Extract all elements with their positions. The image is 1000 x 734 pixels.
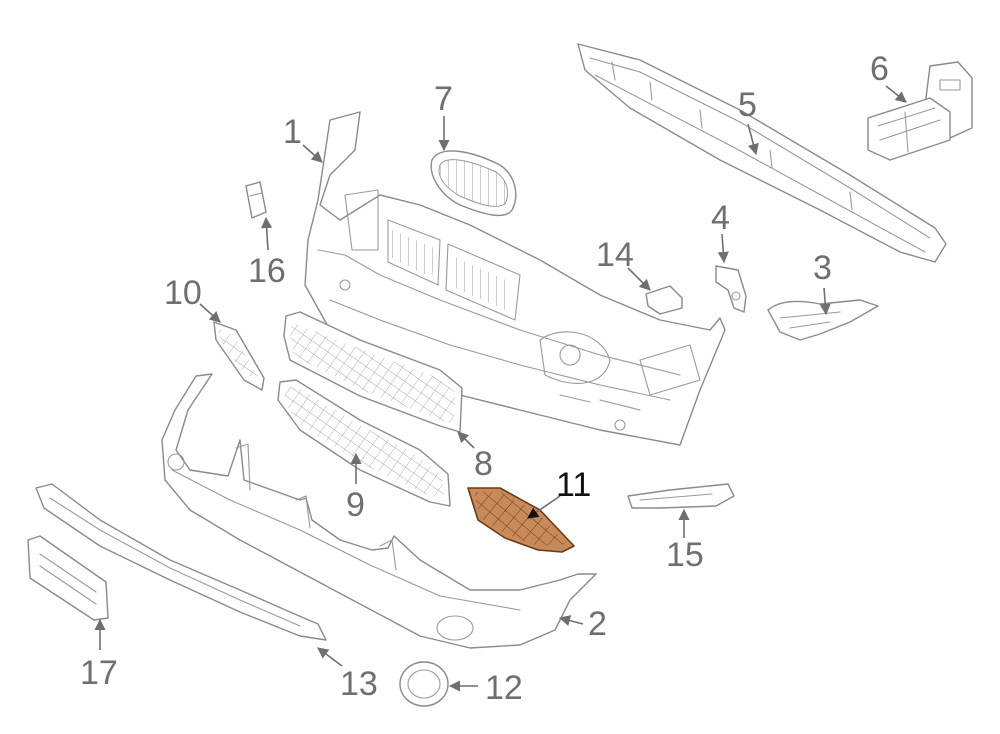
part-3-side-bracket[interactable] [767, 299, 879, 341]
part-17-license-plate-bracket[interactable] [27, 535, 109, 621]
callout-1: 1 [283, 113, 302, 151]
part-5-reinforcement-bar[interactable] [577, 43, 947, 263]
part-11-grille-insert-highlighted[interactable] [467, 487, 575, 553]
part-7-kidney-grille[interactable] [430, 150, 517, 217]
callout-7: 7 [434, 80, 453, 118]
part-9-lower-grille[interactable] [277, 379, 451, 507]
leader-lines [94, 85, 907, 692]
callout-8: 8 [474, 445, 493, 483]
leader-13 [317, 647, 343, 667]
callout-4: 4 [711, 199, 730, 237]
part-15-side-trim[interactable] [627, 483, 735, 509]
part-14-cover[interactable] [645, 285, 683, 315]
part-10-side-grille[interactable] [213, 321, 265, 391]
callout-16: 16 [248, 252, 286, 290]
callout-5: 5 [738, 86, 757, 124]
callout-9: 9 [346, 486, 365, 524]
callout-2: 2 [588, 605, 607, 643]
callout-3: 3 [813, 249, 832, 287]
part-6-mounting-bracket[interactable] [867, 61, 973, 161]
leader-8 [457, 431, 475, 449]
callout-11: 11 [556, 466, 591, 504]
part-4-bracket[interactable] [715, 265, 747, 313]
leader-6 [885, 85, 907, 103]
callout-17: 17 [80, 654, 118, 692]
callout-14: 14 [596, 236, 634, 274]
callout-labels: 1 2 3 4 5 6 7 8 9 10 11 12 13 14 15 16 1… [80, 50, 889, 707]
leader-16 [261, 216, 273, 251]
leader-4 [717, 233, 729, 264]
callout-15: 15 [666, 536, 704, 574]
part-13-spoiler-strip[interactable] [35, 483, 327, 641]
leader-14 [627, 267, 651, 291]
part-12-fog-light-ring[interactable] [399, 661, 449, 707]
leader-2 [558, 615, 584, 626]
callout-12: 12 [485, 669, 523, 707]
leader-10 [199, 303, 221, 323]
leader-5 [747, 123, 759, 156]
callout-6: 6 [870, 50, 889, 88]
callout-10: 10 [164, 274, 202, 312]
leader-11 [527, 495, 561, 519]
part-2-lower-bumper-cover[interactable] [161, 373, 597, 649]
leader-1 [302, 144, 323, 163]
part-16-clip[interactable] [245, 181, 267, 219]
callout-13: 13 [340, 665, 378, 703]
leader-3 [819, 287, 831, 316]
